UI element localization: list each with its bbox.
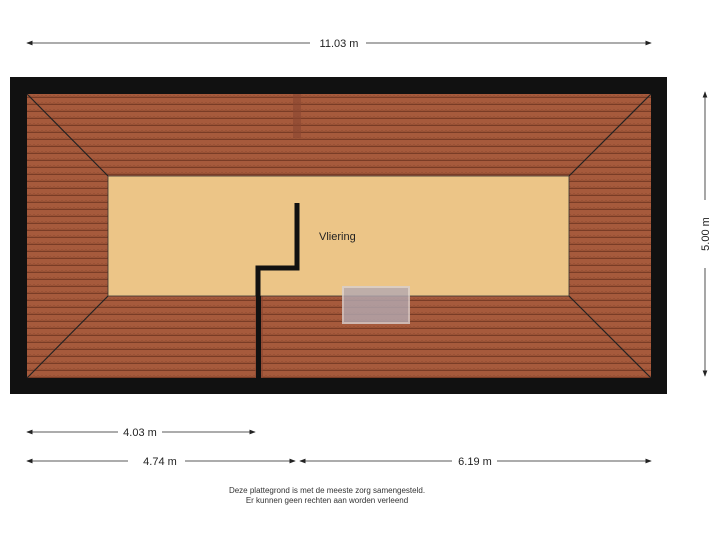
dimension-top-label: 11.03 m (320, 38, 359, 50)
dimension-right: 5.00 m (700, 91, 712, 377)
roof-vent-strip (293, 94, 301, 138)
roof-hip-lines (26, 93, 652, 379)
dimension-top: 11.03 m (26, 38, 652, 50)
room-label: Vliering (319, 231, 356, 243)
dimension-right-label: 5.00 m (700, 217, 712, 251)
dimension-bottom-right-label: 6.19 m (458, 456, 492, 468)
disclaimer-line-2: Er kunnen geen rechten aan worden verlee… (245, 496, 409, 505)
stair-wall-lower (256, 296, 261, 378)
dimension-bottom-left: 4.74 m (26, 456, 296, 468)
room-floor (107, 175, 570, 297)
disclaimer: Deze plattegrond is met de meeste zorg s… (0, 486, 654, 506)
stair-wall (255, 203, 300, 296)
roof-hatch (342, 286, 410, 324)
disclaimer-line-1: Deze plattegrond is met de meeste zorg s… (228, 486, 426, 495)
dimension-bottom-inner: 4.03 m (26, 427, 256, 439)
dimension-bottom-right: 6.19 m (299, 456, 652, 468)
dimension-bottom-left-label: 4.74 m (143, 456, 177, 468)
dimension-bottom-inner-label: 4.03 m (123, 427, 157, 439)
